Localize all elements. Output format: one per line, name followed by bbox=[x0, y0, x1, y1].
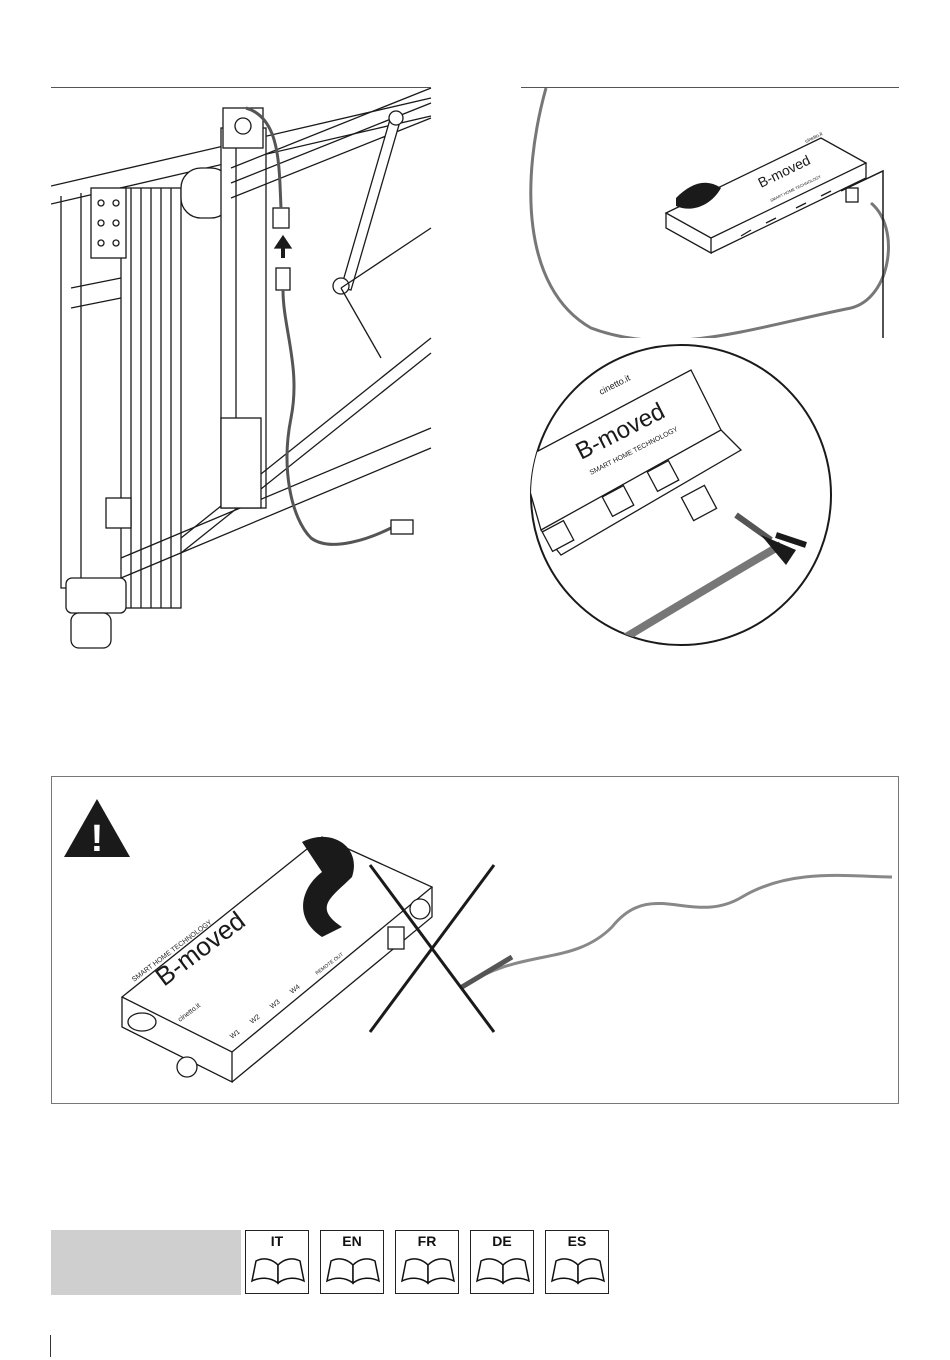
connector-zoom-figure: B-moved SMART HOME TECHNOLOGY cinetto.it bbox=[521, 340, 841, 660]
open-book-icon bbox=[325, 1253, 381, 1289]
language-code-it: IT bbox=[246, 1233, 308, 1249]
open-book-icon bbox=[475, 1253, 531, 1289]
bed-mechanism-figure bbox=[51, 88, 441, 668]
warning-hub-figure: B-moved SMART HOME TECHNOLOGY cinetto.it… bbox=[92, 817, 892, 1097]
language-fr[interactable]: FR bbox=[395, 1230, 459, 1294]
warning-box: ! B-moved SMART HOME TECHNOLOGY cinetto.… bbox=[51, 776, 899, 1104]
open-book-icon bbox=[400, 1253, 456, 1289]
language-en[interactable]: EN bbox=[320, 1230, 384, 1294]
language-code-en: EN bbox=[321, 1233, 383, 1249]
language-it[interactable]: IT bbox=[245, 1230, 309, 1294]
footer-mark bbox=[50, 1335, 51, 1357]
language-code-es: ES bbox=[546, 1233, 608, 1249]
language-es[interactable]: ES bbox=[545, 1230, 609, 1294]
hub-device-figure: B-moved SMART HOME TECHNOLOGY cinetto.it bbox=[521, 88, 901, 338]
language-code-de: DE bbox=[471, 1233, 533, 1249]
open-book-icon bbox=[250, 1253, 306, 1289]
language-de[interactable]: DE bbox=[470, 1230, 534, 1294]
language-bar bbox=[51, 1230, 241, 1295]
open-book-icon bbox=[550, 1253, 606, 1289]
language-code-fr: FR bbox=[396, 1233, 458, 1249]
